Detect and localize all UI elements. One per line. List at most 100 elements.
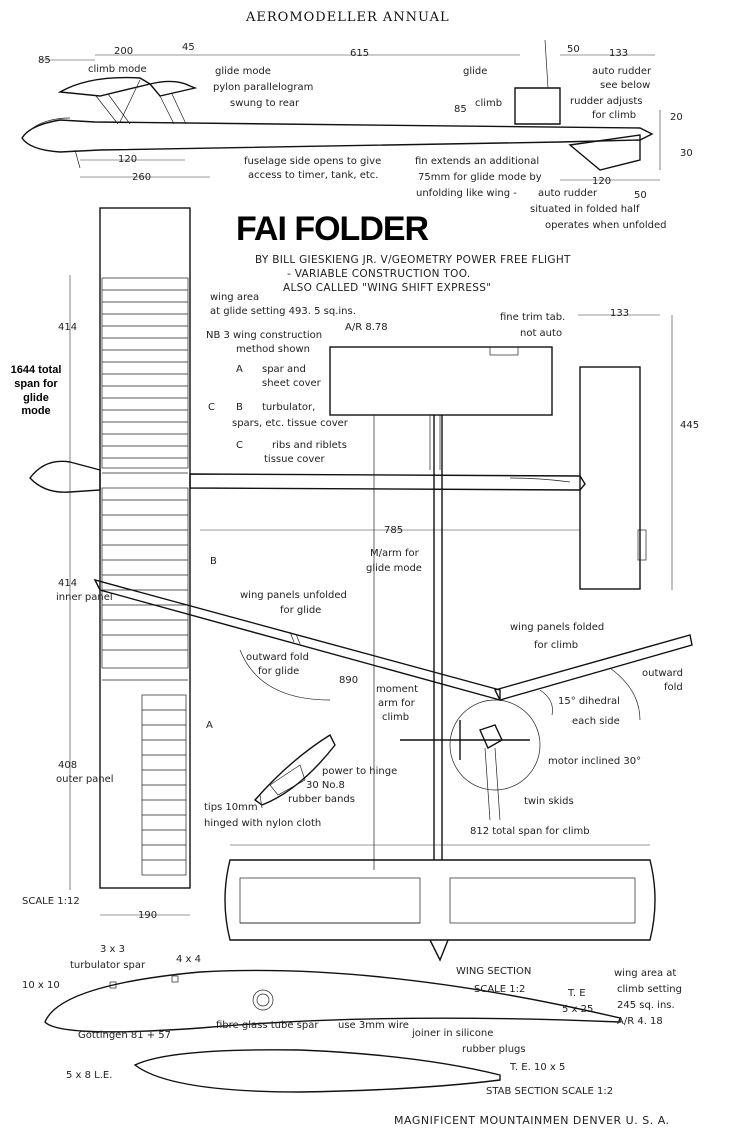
span-climb-label: 812 total span for climb: [470, 826, 590, 837]
fine-trim-label-2: not auto: [520, 328, 563, 339]
outer-panel-label: outer panel: [56, 774, 114, 785]
nb-label-1: NB 3 wing construction: [206, 330, 323, 341]
wing-area-climb-3: 245 sq. ins.: [617, 1000, 675, 1011]
dim-30: 30: [680, 148, 693, 159]
aspect-ratio-glide: A/R 8.78: [345, 322, 388, 333]
dim-85-fin: 85: [454, 104, 467, 115]
dihedral-label-2: each side: [572, 716, 620, 727]
dim-445: 445: [680, 420, 700, 431]
subtitle-line-1: BY BILL GIESKIENG JR. V/GEOMETRY POWER F…: [255, 254, 571, 266]
folded-label-2: for climb: [534, 640, 579, 651]
wing-section: [44, 969, 621, 1033]
center-boom: [373, 415, 443, 870]
dim-120-left: 120: [118, 154, 138, 165]
construction-c-letter-plan: C: [208, 402, 215, 413]
turbulator-label: turbulator spar: [70, 960, 146, 971]
dim-20: 20: [670, 112, 683, 123]
tips-label-2: hinged with nylon cloth: [204, 818, 322, 829]
section-b-mark: B: [210, 556, 217, 567]
folded-label-1: wing panels folded: [510, 622, 605, 633]
plan-view-wing: [69, 207, 191, 916]
operates-label: operates when unfolded: [545, 220, 667, 231]
construction-a-text-1: spar and: [262, 364, 306, 375]
side-view-fuselage: [21, 39, 661, 181]
plan-view-fuselage: [29, 460, 586, 531]
dim-200: 200: [114, 46, 134, 57]
dim-50-top: 50: [567, 44, 580, 55]
te-size-label: 5 x 25: [562, 1004, 594, 1015]
power-label-2: 30 No.8: [306, 780, 345, 791]
subtitle-line-3: ALSO CALLED "WING SHIFT EXPRESS": [283, 282, 492, 294]
dim-414-top: 414: [58, 322, 78, 333]
climb-mode-label: climb mode: [88, 64, 147, 75]
moment-label-2: arm for: [378, 698, 415, 709]
for-climb-label: for climb: [592, 110, 637, 121]
access-label: access to timer, tank, etc.: [248, 170, 379, 181]
nb-label-2: method shown: [236, 344, 310, 355]
fin-note-3: unfolding like wing -: [416, 188, 517, 199]
fine-trim-label-1: fine trim tab.: [500, 312, 566, 323]
le-size-label: 10 x 10: [22, 980, 60, 991]
section-a-mark: A: [206, 720, 213, 731]
construction-b-letter: B: [236, 402, 243, 413]
moment-label-3: climb: [382, 712, 410, 723]
inner-panel-label: inner panel: [56, 592, 113, 603]
stab-te-label: T. E. 10 x 5: [510, 1062, 566, 1073]
dim-50-right: 50: [634, 190, 647, 201]
wing-ribs: [102, 289, 188, 861]
wing-area-climb-2: climb setting: [617, 984, 682, 995]
subtitle-line-2: - VARIABLE CONSTRUCTION TOO.: [287, 268, 471, 280]
dim-890: 890: [339, 675, 359, 686]
spar-size-label: 3 x 3: [100, 944, 125, 955]
footer-credit: MAGNIFICENT MOUNTAINMEN DENVER U. S. A.: [394, 1114, 670, 1127]
tips-label-1: tips 10mm: [204, 802, 258, 813]
outward-fold-2: fold: [664, 682, 683, 693]
plan-view-stabilizer: [329, 314, 673, 590]
joiner-label: joiner in silicone: [412, 1028, 494, 1039]
wing-area-climb-1: wing area at: [614, 968, 677, 979]
construction-b-text-2: spars, etc. tissue cover: [232, 418, 348, 429]
power-label-1: power to hinge: [322, 766, 398, 777]
twin-skids-label: twin skids: [524, 796, 574, 807]
marm-label-2: glide mode: [366, 563, 422, 574]
fuselage-side-label: fuselage side opens to give: [244, 156, 382, 167]
glide-label: glide: [463, 66, 488, 77]
wing-section-label: WING SECTION: [456, 966, 532, 977]
dim-785: 785: [384, 525, 404, 536]
airfoil-label: Gottingen 81 + 57: [78, 1030, 172, 1041]
drawing-title: FAI FOLDER: [236, 210, 429, 248]
auto-rudder-2: auto rudder: [538, 188, 598, 199]
dim-85-top: 85: [38, 55, 51, 66]
see-below-label: see below: [600, 80, 651, 91]
dim-408-outer: 408: [58, 760, 78, 771]
rudder-adjusts-label: rudder adjusts: [570, 96, 643, 107]
power-label-3: rubber bands: [288, 794, 355, 805]
dim-133-stab: 133: [610, 308, 630, 319]
unfolded-label-2: for glide: [280, 605, 322, 616]
construction-c-letter: C: [236, 440, 243, 451]
dim-133-top: 133: [609, 48, 629, 59]
outward-fold-1: outward: [642, 668, 683, 679]
construction-a-letter: A: [236, 364, 243, 375]
page-header: AEROMODELLER ANNUAL: [246, 10, 450, 25]
stab-section: [133, 1049, 501, 1093]
construction-a-text-2: sheet cover: [262, 378, 321, 389]
total-span-note: 1644 total span for glide mode: [10, 364, 62, 418]
fin-note-2: 75mm for glide mode by: [418, 172, 542, 183]
wing-section-scale: SCALE 1:2: [474, 984, 526, 995]
stab-section-label: STAB SECTION SCALE 1:2: [486, 1086, 614, 1097]
dim-615: 615: [350, 48, 370, 59]
situated-label: situated in folded half: [530, 204, 640, 215]
hinge-detail: [253, 733, 336, 809]
wing-area-label-1: wing area: [210, 292, 260, 303]
wire-label: use 3mm wire: [338, 1020, 409, 1031]
climb-label: climb: [475, 98, 503, 109]
glide-mode-label: glide mode: [215, 66, 271, 77]
rubber-plugs-label: rubber plugs: [462, 1044, 526, 1055]
te-label: T. E: [568, 988, 586, 999]
outward-glide-2: for glide: [258, 666, 300, 677]
motor-label: motor inclined 30°: [548, 756, 642, 767]
marm-label-1: M/arm for: [370, 548, 419, 559]
